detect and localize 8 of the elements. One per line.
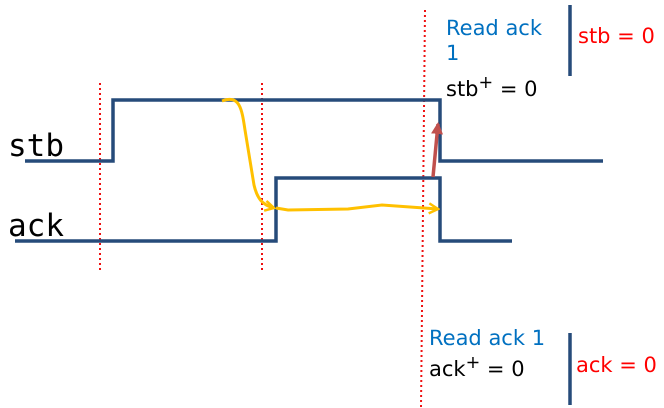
annotation-text: Read ack 1 — [446, 16, 544, 66]
annotation-text: Read ack 1 — [429, 326, 546, 352]
annotation-text: stb = 0 — [578, 24, 655, 50]
signal-name: ack — [8, 208, 64, 246]
signal-name: stb — [8, 128, 64, 166]
annotation-text: ack = 0 — [576, 353, 657, 378]
annotation-text: ack$^{+}$ = 0 — [429, 353, 525, 382]
annotation-text: stb$^{+}$ = 0 — [446, 73, 538, 102]
